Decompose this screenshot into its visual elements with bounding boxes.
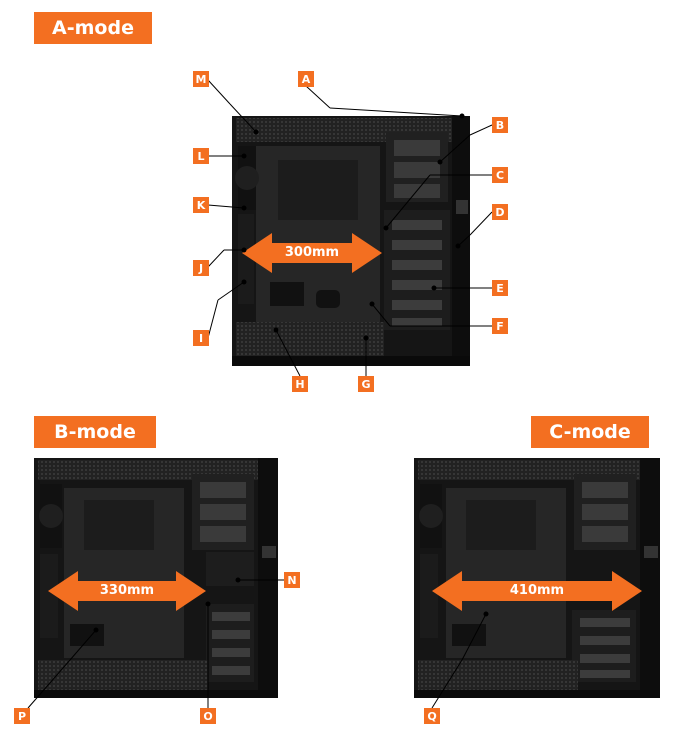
- callout-i: I: [193, 330, 209, 346]
- callout-f: F: [492, 318, 508, 334]
- callout-l: L: [193, 148, 209, 164]
- callout-k: K: [193, 197, 209, 213]
- callout-m: M: [193, 71, 209, 87]
- c-mode-header: C-mode: [531, 416, 649, 448]
- width-label-a: 300mm: [284, 245, 340, 260]
- case-a: [232, 116, 470, 366]
- case-c: [414, 458, 660, 698]
- callout-q: Q: [424, 708, 440, 724]
- callout-o: O: [200, 708, 216, 724]
- callout-a: A: [298, 71, 314, 87]
- callout-c: C: [492, 167, 508, 183]
- callout-n: N: [284, 572, 300, 588]
- leader-lines-a: [207, 79, 493, 377]
- dimension-arrow-a: [242, 233, 382, 273]
- callout-g: G: [358, 376, 374, 392]
- b-mode-header: B-mode: [34, 416, 156, 448]
- callout-e: E: [492, 280, 508, 296]
- leader-dots-b: [93, 577, 241, 633]
- leader-dots-c: [483, 611, 489, 617]
- leader-dots-a: [241, 113, 465, 341]
- callout-h: H: [292, 376, 308, 392]
- callout-d: D: [492, 204, 508, 220]
- leader-lines-c: [431, 613, 487, 709]
- width-label-c: 410mm: [509, 583, 565, 598]
- dimension-arrow-c: [432, 571, 642, 611]
- a-mode-header: A-mode: [34, 12, 152, 44]
- callout-j: J: [193, 260, 209, 276]
- callout-b: B: [492, 117, 508, 133]
- callout-p: P: [14, 708, 30, 724]
- dimension-arrow-b: [48, 571, 206, 611]
- leader-lines-b: [27, 579, 284, 709]
- width-label-b: 330mm: [99, 583, 155, 598]
